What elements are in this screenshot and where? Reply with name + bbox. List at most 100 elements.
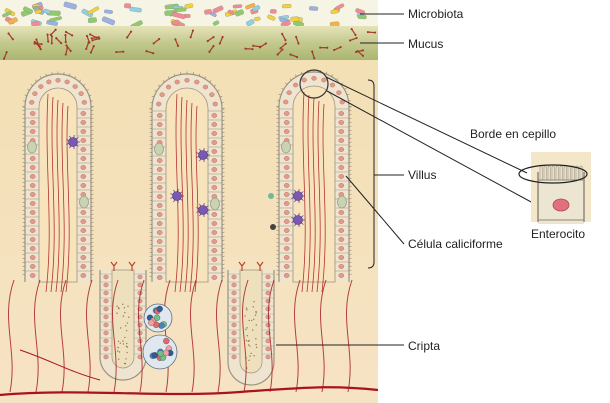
- nucleus: [283, 237, 290, 242]
- nucleus: [211, 185, 218, 190]
- mucin-mark: [64, 34, 67, 44]
- nucleus: [80, 228, 87, 233]
- nucleus: [338, 165, 345, 170]
- bacterium: [227, 9, 235, 15]
- nucleus: [29, 129, 36, 134]
- nucleus: [165, 84, 172, 90]
- nucleus: [321, 77, 327, 83]
- bacterium: [87, 17, 97, 24]
- immune-cells: [66, 135, 305, 230]
- immune-cell: [291, 213, 305, 227]
- mucin-mark: [152, 37, 161, 45]
- mucin-mark: [35, 42, 42, 51]
- nucleus: [29, 273, 36, 278]
- nucleus: [137, 354, 143, 360]
- bacterium: [101, 16, 116, 26]
- nucleus: [80, 156, 87, 161]
- nucleus: [29, 111, 36, 116]
- nucleus: [156, 194, 163, 199]
- mucin-mark: [2, 51, 8, 60]
- nucleus: [338, 120, 345, 125]
- nucleus: [194, 79, 200, 85]
- mucin-mark: [46, 33, 50, 43]
- bacterium: [357, 14, 367, 20]
- goblet-cell: [154, 142, 164, 156]
- mucin-mark: [350, 28, 357, 37]
- nucleus: [338, 174, 345, 179]
- microvillus: [571, 165, 575, 181]
- microvillus: [555, 165, 559, 181]
- bacterium: [267, 14, 276, 21]
- capillary: [301, 91, 306, 293]
- vessel-branch: [138, 279, 145, 393]
- bacterium: [2, 11, 12, 18]
- mucin-mark: [206, 36, 215, 43]
- nucleus: [265, 274, 271, 280]
- nucleus: [80, 219, 87, 224]
- nucleus: [32, 91, 38, 96]
- nucleus: [286, 90, 292, 95]
- nucleus: [211, 158, 218, 163]
- nucleus: [80, 237, 87, 242]
- vessel-branch: [86, 279, 93, 393]
- bacterium: [34, 9, 42, 14]
- nucleus: [156, 176, 163, 181]
- antibody: [256, 261, 264, 271]
- nucleus: [103, 290, 109, 296]
- nucleus: [211, 230, 218, 235]
- nucleus: [156, 203, 163, 208]
- nucleus: [103, 354, 109, 360]
- nucleus: [338, 255, 345, 260]
- nucleus: [338, 237, 345, 242]
- nucleus: [38, 84, 44, 89]
- capillary: [45, 93, 50, 293]
- nucleus: [311, 76, 317, 81]
- capillary: [311, 97, 316, 293]
- nucleus: [283, 111, 290, 116]
- nucleus: [156, 275, 163, 280]
- nucleus: [156, 131, 163, 136]
- nucleus: [301, 77, 307, 83]
- mucin-mark: [126, 30, 133, 39]
- inset-nucleus: [552, 198, 570, 212]
- bacterium: [335, 3, 345, 11]
- mucin-mark: [295, 35, 300, 45]
- nucleus: [80, 183, 87, 188]
- mucin-mark: [311, 50, 316, 60]
- nucleus: [78, 91, 84, 96]
- nucleus: [156, 266, 163, 271]
- goblet-cell: [337, 195, 347, 209]
- nucleus: [283, 219, 290, 224]
- capillary: [321, 103, 326, 293]
- immune-cell: [170, 189, 184, 203]
- nucleus: [265, 306, 271, 312]
- bacterium: [172, 19, 180, 25]
- nucleus: [156, 230, 163, 235]
- nucleus: [80, 174, 87, 179]
- microvillus: [567, 165, 571, 181]
- bacterium: [124, 3, 131, 9]
- label-mucus: Mucus: [408, 37, 443, 51]
- nucleus: [29, 165, 36, 170]
- mucin-mark: [252, 44, 262, 48]
- vessel-branch: [8, 279, 15, 393]
- nucleus: [64, 79, 70, 85]
- nucleus: [159, 92, 165, 97]
- nucleus: [80, 264, 87, 269]
- nucleus: [265, 338, 271, 344]
- nucleus: [211, 239, 218, 244]
- capillary: [306, 94, 311, 293]
- nucleus: [211, 212, 218, 217]
- capillary: [55, 99, 60, 293]
- nucleus: [80, 129, 87, 134]
- zoom-line-top: [325, 76, 528, 174]
- nucleus: [283, 120, 290, 125]
- nucleus: [80, 273, 87, 278]
- mucin-mark: [115, 50, 125, 54]
- nucleus: [211, 266, 218, 271]
- label-borde-cepillo: Borde en cepillo: [470, 127, 556, 141]
- zoom-line-bottom: [326, 90, 534, 204]
- nucleus: [29, 156, 36, 161]
- nucleus: [231, 322, 237, 328]
- villus-bracket: [367, 79, 375, 269]
